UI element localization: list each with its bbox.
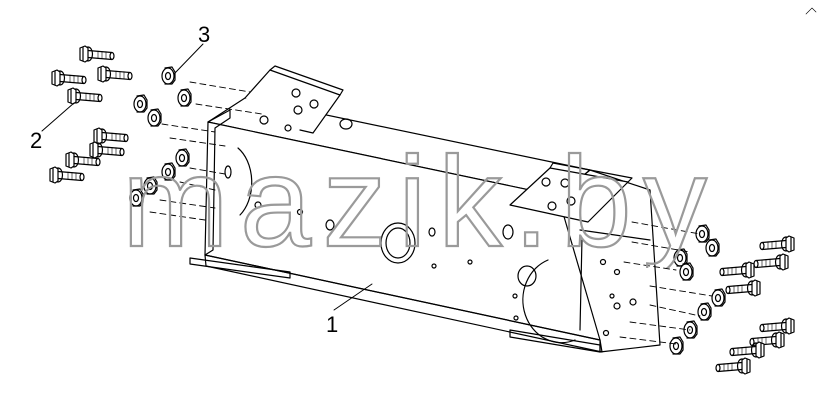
flange-nut [669, 336, 684, 355]
flange-nut [683, 320, 698, 339]
bolt [89, 141, 125, 159]
callout-frame: 1 [326, 312, 339, 337]
flange-nut [161, 162, 176, 181]
right-alignment-lines [619, 221, 713, 345]
bolt [729, 341, 765, 359]
callout-nut: 3 [198, 22, 211, 47]
flange-nut [711, 288, 726, 307]
right-flange-strip [509, 329, 601, 353]
callout-bolt: 2 [30, 128, 43, 153]
bolt [51, 69, 87, 87]
leader-nut [173, 43, 204, 75]
bolt [49, 166, 85, 184]
flange-nut [695, 224, 710, 243]
left-fastener-set [49, 45, 263, 221]
right-mounting-bracket [509, 162, 633, 223]
bolt [749, 331, 785, 349]
right-fastener-set [669, 224, 795, 375]
bolt [715, 357, 751, 375]
flange-nut [147, 108, 162, 127]
bolt [753, 253, 789, 271]
leader-frame [333, 283, 373, 311]
left-mounting-bracket [244, 65, 344, 134]
flange-nut [143, 176, 158, 195]
leader-bolt [41, 102, 75, 132]
flange-nut [175, 148, 190, 167]
flange-nut [177, 88, 192, 107]
flange-nut [697, 302, 712, 321]
bolt [759, 317, 795, 335]
flange-nut [129, 188, 144, 207]
leader-lines [41, 43, 373, 311]
bolt [79, 45, 115, 63]
flange-nut [133, 94, 148, 113]
crossmember-frame [204, 97, 661, 353]
left-flange-strip [189, 257, 291, 279]
bolt [725, 279, 761, 297]
flange-nut [161, 66, 176, 85]
bolt [97, 65, 133, 83]
flange-nut [679, 262, 694, 281]
bolt [719, 261, 755, 279]
flange-nut [705, 238, 720, 257]
bolt [759, 235, 795, 253]
bolt [93, 127, 129, 145]
bolt [65, 151, 101, 169]
bolt [67, 87, 103, 105]
